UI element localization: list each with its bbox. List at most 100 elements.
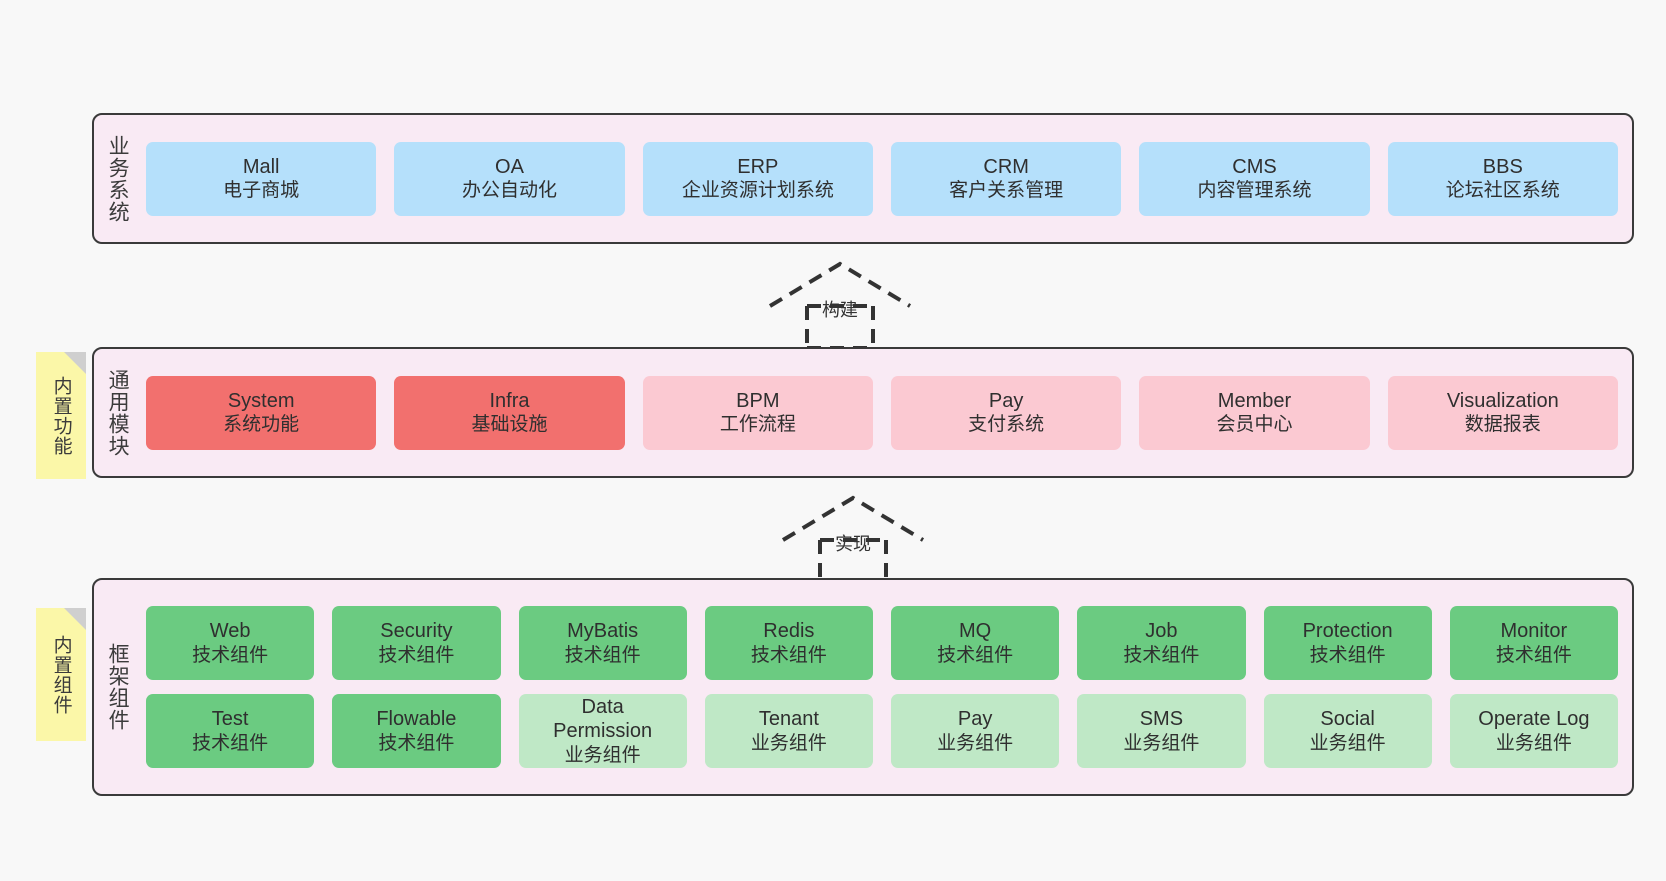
- node-web[interactable]: Web 技术组件: [146, 606, 315, 680]
- connector-implement: 实现: [768, 492, 938, 584]
- node-member[interactable]: Member 会员中心: [1139, 375, 1370, 450]
- layer-common-module-title: 通用模块: [106, 368, 130, 457]
- node-crm[interactable]: CRM 客户关系管理: [890, 141, 1122, 216]
- node-job-name: Job: [1145, 620, 1178, 643]
- node-mq-name: MQ: [959, 620, 992, 643]
- node-protection[interactable]: Protection 技术组件: [1263, 606, 1432, 680]
- node-visualization[interactable]: Visualization 数据报表: [1387, 375, 1618, 450]
- layer-common-module: 通用模块 System 系统功能 Infra 基础设施 BPM 工作流程 Pay…: [92, 347, 1634, 478]
- node-cms-name: CMS: [1232, 155, 1277, 178]
- node-redis-name: Redis: [763, 620, 815, 643]
- note-builtin-component-label: 内置组件: [50, 634, 72, 715]
- node-web-name: Web: [209, 620, 251, 643]
- layer-framework-component-title: 框架组件: [106, 643, 130, 731]
- node-pay-component-name: Pay: [957, 708, 993, 731]
- node-security[interactable]: Security 技术组件: [332, 606, 501, 680]
- node-pay-module-name: Pay: [988, 389, 1024, 412]
- node-system-name: System: [227, 389, 295, 412]
- node-job-desc: 技术组件: [1123, 644, 1200, 666]
- node-monitor-desc: 技术组件: [1495, 644, 1572, 666]
- layer-framework-row-technical: Web 技术组件 Security 技术组件 MyBatis 技术组件 Redi…: [146, 606, 1618, 680]
- note-builtin-feature: 内置功能: [36, 352, 86, 479]
- node-mq[interactable]: MQ 技术组件: [891, 606, 1060, 680]
- node-system-desc: 系统功能: [223, 414, 300, 436]
- node-mq-desc: 技术组件: [937, 644, 1014, 666]
- node-bpm-desc: 工作流程: [719, 414, 796, 436]
- node-test[interactable]: Test 技术组件: [146, 694, 315, 768]
- node-data-permission-name: Data Permission: [553, 696, 653, 743]
- node-mybatis-desc: 技术组件: [564, 644, 641, 666]
- node-cms-desc: 内容管理系统: [1197, 180, 1312, 202]
- node-system[interactable]: System 系统功能: [146, 375, 377, 450]
- node-security-name: Security: [380, 620, 453, 643]
- node-erp[interactable]: ERP 企业资源计划系统: [642, 141, 873, 216]
- node-oa-desc: 办公自动化: [461, 180, 557, 202]
- node-tenant-name: Tenant: [758, 708, 819, 731]
- node-bpm[interactable]: BPM 工作流程: [642, 375, 873, 450]
- node-erp-desc: 企业资源计划系统: [681, 180, 834, 202]
- node-pay-module[interactable]: Pay 支付系统: [890, 375, 1122, 450]
- node-test-name: Test: [211, 708, 249, 731]
- node-social-desc: 业务组件: [1309, 732, 1386, 754]
- layer-common-module-row: System 系统功能 Infra 基础设施 BPM 工作流程 Pay 支付系统…: [146, 375, 1618, 450]
- node-oa[interactable]: OA 办公自动化: [394, 141, 625, 216]
- node-web-desc: 技术组件: [192, 644, 269, 666]
- node-bbs[interactable]: BBS 论坛社区系统: [1387, 141, 1618, 216]
- node-bbs-name: BBS: [1482, 155, 1523, 178]
- node-sms-desc: 业务组件: [1123, 732, 1200, 754]
- node-mybatis[interactable]: MyBatis 技术组件: [518, 606, 687, 680]
- node-operate-log-desc: 业务组件: [1495, 732, 1572, 754]
- layer-business-system-row: Mall 电子商城 OA 办公自动化 ERP 企业资源计划系统 CRM 客户关系…: [146, 141, 1618, 216]
- node-flowable-name: Flowable: [376, 708, 457, 731]
- layer-framework-component-body: Web 技术组件 Security 技术组件 MyBatis 技术组件 Redi…: [140, 580, 1632, 794]
- node-tenant[interactable]: Tenant 业务组件: [704, 694, 873, 768]
- node-tenant-desc: 业务组件: [750, 732, 827, 754]
- node-crm-desc: 客户关系管理: [949, 180, 1064, 202]
- node-bbs-desc: 论坛社区系统: [1445, 180, 1560, 202]
- node-mall[interactable]: Mall 电子商城: [146, 141, 377, 216]
- node-sms[interactable]: SMS 业务组件: [1077, 694, 1246, 768]
- connector-build-label: 构建: [822, 300, 858, 320]
- node-member-name: Member: [1217, 389, 1292, 412]
- node-test-desc: 技术组件: [192, 732, 269, 754]
- connector-build: 构建: [755, 258, 925, 350]
- node-social-name: Social: [1320, 708, 1375, 731]
- layer-business-system-title: 业务系统: [106, 134, 130, 223]
- node-cms[interactable]: CMS 内容管理系统: [1139, 141, 1370, 216]
- node-oa-name: OA: [495, 155, 524, 178]
- node-operate-log-name: Operate Log: [1478, 708, 1590, 731]
- note-fold-corner-icon: [64, 608, 86, 630]
- node-monitor-name: Monitor: [1500, 620, 1568, 643]
- node-social[interactable]: Social 业务组件: [1263, 694, 1432, 768]
- connector-implement-label: 实现: [835, 534, 871, 554]
- node-job[interactable]: Job 技术组件: [1077, 606, 1246, 680]
- note-builtin-feature-label: 内置功能: [50, 375, 72, 456]
- node-infra-name: Infra: [489, 389, 530, 412]
- layer-common-module-body: System 系统功能 Infra 基础设施 BPM 工作流程 Pay 支付系统…: [140, 349, 1632, 476]
- node-mall-desc: 电子商城: [223, 180, 300, 202]
- layer-framework-component: 框架组件 Web 技术组件 Security 技术组件 MyBatis 技术组件…: [92, 578, 1634, 796]
- node-protection-desc: 技术组件: [1309, 644, 1386, 666]
- layer-framework-row-business: Test 技术组件 Flowable 技术组件 Data Permission …: [146, 694, 1618, 768]
- node-visualization-desc: 数据报表: [1464, 414, 1541, 436]
- node-mall-name: Mall: [242, 155, 280, 178]
- node-member-desc: 会员中心: [1216, 414, 1293, 436]
- node-monitor[interactable]: Monitor 技术组件: [1449, 606, 1618, 680]
- node-operate-log[interactable]: Operate Log 业务组件: [1449, 694, 1618, 768]
- note-fold-corner-icon: [64, 352, 86, 374]
- node-infra[interactable]: Infra 基础设施: [394, 375, 625, 450]
- node-data-permission-desc: 业务组件: [564, 744, 641, 766]
- node-pay-component-desc: 业务组件: [937, 732, 1014, 754]
- layer-business-system-body: Mall 电子商城 OA 办公自动化 ERP 企业资源计划系统 CRM 客户关系…: [140, 115, 1632, 242]
- node-bpm-name: BPM: [736, 389, 780, 412]
- node-pay-module-desc: 支付系统: [968, 414, 1045, 436]
- node-data-permission[interactable]: Data Permission 业务组件: [518, 694, 687, 768]
- node-pay-component[interactable]: Pay 业务组件: [891, 694, 1060, 768]
- node-security-desc: 技术组件: [378, 644, 455, 666]
- node-redis-desc: 技术组件: [750, 644, 827, 666]
- layer-business-system: 业务系统 Mall 电子商城 OA 办公自动化 ERP 企业资源计划系统 CRM…: [92, 113, 1634, 244]
- node-redis[interactable]: Redis 技术组件: [704, 606, 873, 680]
- node-flowable-desc: 技术组件: [378, 732, 455, 754]
- node-flowable[interactable]: Flowable 技术组件: [332, 694, 501, 768]
- node-sms-name: SMS: [1139, 708, 1184, 731]
